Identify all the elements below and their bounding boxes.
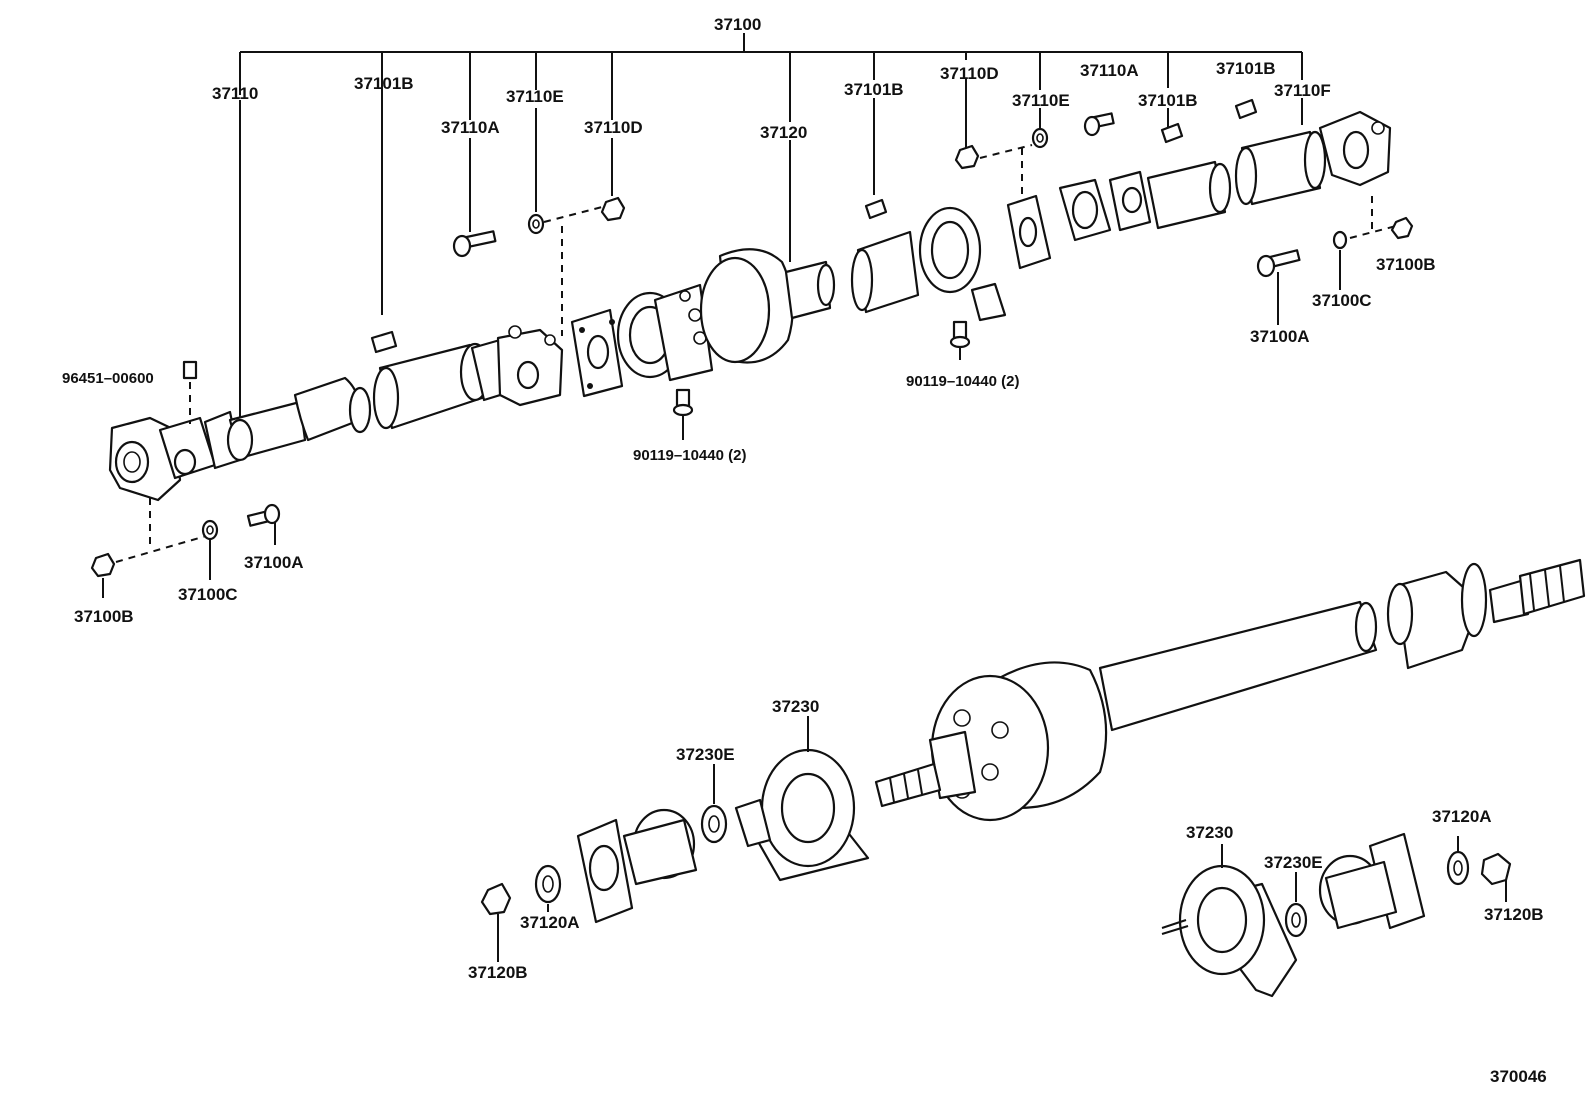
label-37110F: 37110F (1274, 81, 1331, 100)
rubber-coupling (699, 248, 836, 364)
label-37100A-2: 37100A (1250, 327, 1310, 346)
hardware-37110A-bolt-1 (452, 230, 497, 258)
label-37230E-2: 37230E (1264, 853, 1323, 872)
hardware-37110A-bolt-2 (1083, 112, 1115, 137)
figure-number: 370046 (1490, 1067, 1547, 1086)
grease-fitting (182, 360, 198, 424)
lower-propeller-shaft (1098, 558, 1586, 732)
label-37100B-1: 37100B (74, 607, 134, 626)
label-37110D-2: 37110D (940, 64, 999, 83)
center-bearing-joint (616, 283, 714, 382)
hardware-37101B-clip-1 (370, 330, 398, 354)
hardware-90119-bolt-1 (672, 388, 694, 440)
label-96451-00600: 96451–00600 (62, 370, 154, 387)
front-tube-section (372, 338, 512, 430)
hardware-37101B-clip-3 (1160, 122, 1184, 144)
center-support-bearing-2 (1161, 864, 1298, 998)
label-37110E-2: 37110E (1012, 91, 1070, 110)
intermediate-yoke (496, 325, 564, 407)
hardware-37100C-washer-2 (1332, 196, 1397, 290)
nut-37120B-2 (1480, 852, 1512, 902)
label-37120: 37120 (760, 123, 807, 142)
rear-tube-section (850, 206, 1007, 322)
front-shaft-section (226, 376, 372, 462)
label-37120A-2: 37120A (1432, 807, 1492, 826)
label-37100B-2: 37100B (1376, 255, 1436, 274)
label-37110: 37110 (212, 84, 258, 103)
assembly-bracket-lines (239, 33, 1303, 420)
hardware-37110D-nut-1 (600, 196, 626, 222)
hardware-37110E-washer-2 (1031, 127, 1049, 149)
label-37100: 37100 (714, 15, 761, 34)
hardware-37100B-nut-2 (1390, 216, 1414, 240)
part-labels: 37100 37110 37101B 37110E 37110A 37110D … (62, 15, 1547, 1086)
label-37110A-2: 37110A (1080, 61, 1139, 80)
flange-plate-front (570, 308, 624, 398)
label-37230E-1: 37230E (676, 745, 735, 764)
nut-37120B-1 (480, 882, 512, 962)
rear-universal-joint-2 (1318, 110, 1392, 187)
label-37101B-2: 37101B (844, 80, 904, 99)
label-37120A-1: 37120A (520, 913, 580, 932)
rear-tube-section-2 (1146, 130, 1327, 230)
hardware-37100A-bolt-2 (1256, 249, 1301, 325)
hardware-37110E-washer-1 (527, 205, 607, 336)
hardware-37100C-washer-1 (201, 519, 219, 580)
label-37101B-1: 37101B (354, 74, 414, 93)
label-37230-1: 37230 (772, 697, 819, 716)
label-37110A-1: 37110A (441, 118, 500, 137)
lower-center-coupling (874, 661, 1108, 822)
bearing-seal-37230E-1 (700, 764, 728, 844)
label-37100A-1: 37100A (244, 553, 304, 572)
rear-flange-plate (1006, 194, 1052, 270)
rear-universal-joint-1 (1058, 170, 1152, 242)
label-37120B-1: 37120B (468, 963, 528, 982)
label-37100C-2: 37100C (1312, 291, 1372, 310)
label-37101B-4: 37101B (1216, 59, 1276, 78)
hardware-90119-bolt-2 (949, 320, 971, 360)
lower-label-leaders (547, 716, 1223, 912)
label-37100C-1: 37100C (178, 585, 238, 604)
hardware-37110D-nut-2 (954, 144, 1033, 200)
washer-37120A-1 (534, 864, 562, 904)
label-37110E-1: 37110E (506, 87, 564, 106)
label-37120B-2: 37120B (1484, 905, 1544, 924)
hardware-37100B-nut-1 (90, 498, 207, 598)
label-37110D-1: 37110D (584, 118, 643, 137)
hardware-37100A-bolt-1 (246, 503, 281, 545)
bearing-seal-37230E-2 (1284, 872, 1308, 938)
flange-yoke-1 (576, 808, 698, 924)
washer-37120A-2 (1446, 836, 1470, 886)
flange-yoke-2 (1318, 832, 1426, 930)
label-37230-2: 37230 (1186, 823, 1233, 842)
center-support-bearing-1 (734, 748, 870, 882)
front-universal-joint (108, 410, 242, 502)
hardware-37101B-clip-4 (1234, 98, 1258, 120)
hardware-37101B-clip-2 (864, 198, 888, 220)
label-90119-10440-1: 90119–10440 (2) (633, 447, 746, 464)
label-90119-10440-2: 90119–10440 (2) (906, 373, 1019, 390)
label-37101B-3: 37101B (1138, 91, 1198, 110)
